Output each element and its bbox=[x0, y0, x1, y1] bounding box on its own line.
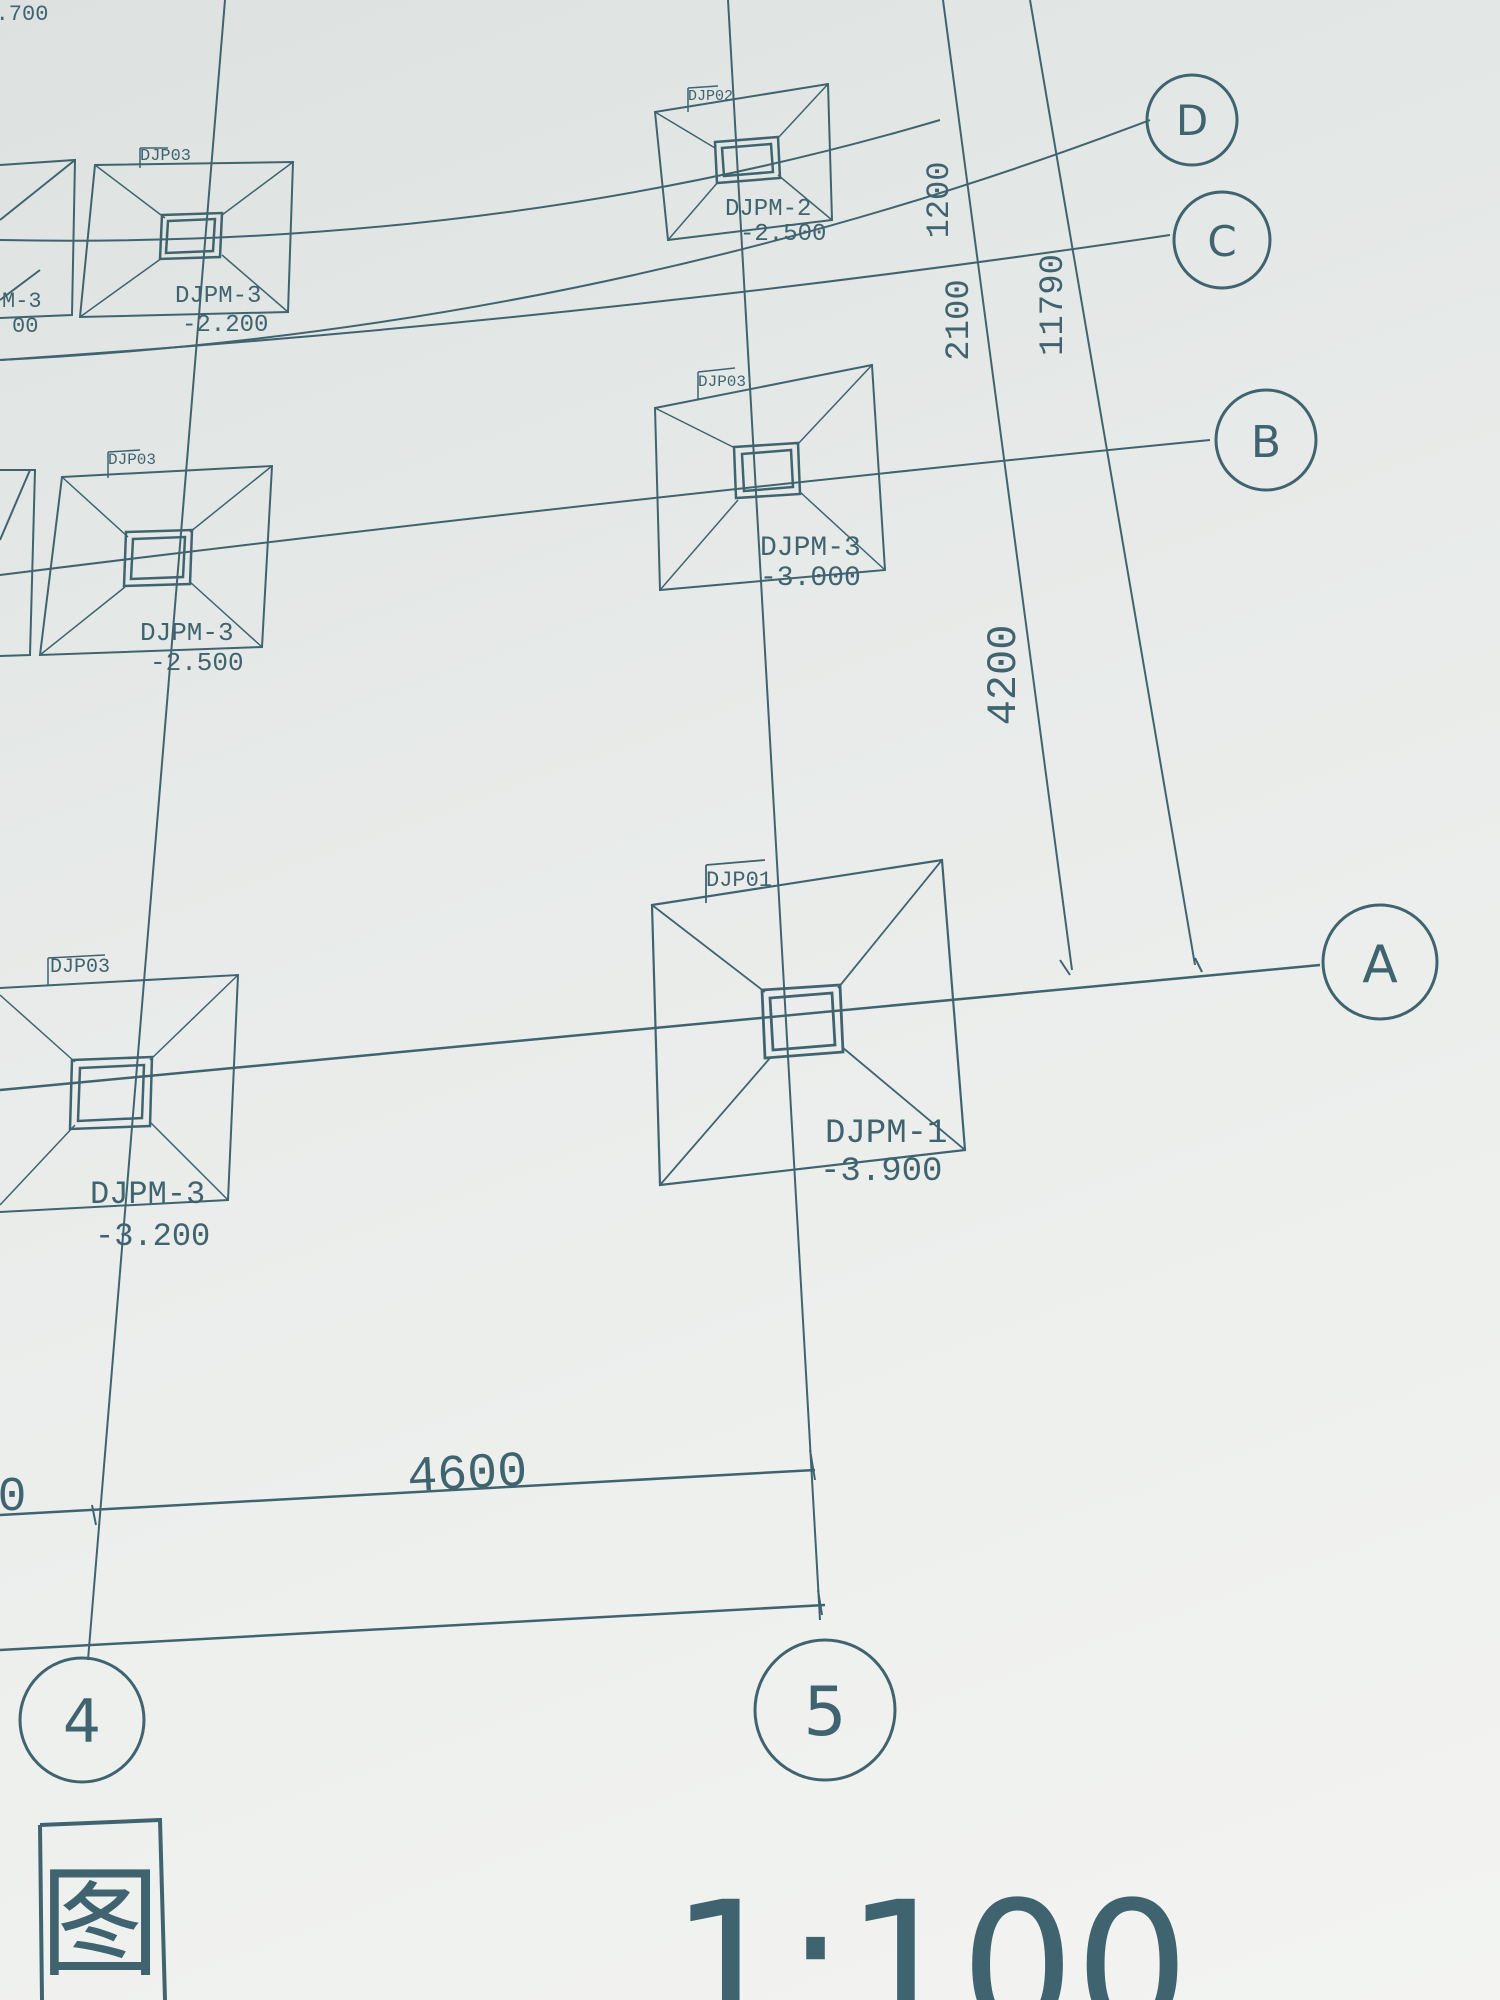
footing-elevation: -3.000 bbox=[760, 563, 861, 594]
footing-elevation: -3.200 bbox=[95, 1218, 210, 1255]
footing-tag-leader bbox=[705, 859, 766, 903]
axis-bubble-5 bbox=[753, 1638, 897, 1782]
axis-label-d: D bbox=[1176, 96, 1208, 145]
dim-tick-a2 bbox=[1194, 957, 1203, 973]
dim-tick-4a bbox=[91, 1504, 97, 1526]
partial-footing-type: M-3 bbox=[2, 289, 42, 314]
dimension-2100: 2100 bbox=[941, 279, 979, 361]
axis-label-5: 5 bbox=[803, 1673, 846, 1752]
axis-line-4 bbox=[87, 0, 226, 1661]
axis-line-c-lower bbox=[0, 234, 1171, 361]
footing-type-label: DJPM-3 bbox=[175, 283, 261, 310]
axis-bubble-a bbox=[1321, 903, 1439, 1021]
dimension-left-cut: 0 bbox=[0, 1471, 26, 1525]
footing-type-label: DJPM-3 bbox=[760, 533, 861, 564]
axis-lines bbox=[0, 0, 1321, 1661]
dimension-labels: 1200 2100 11790 4200 4600 0 .700 bbox=[0, 2, 1073, 1525]
axis-line-c-upper bbox=[0, 119, 941, 242]
column-pedestal bbox=[732, 441, 802, 500]
footing-tag-leader bbox=[107, 449, 141, 478]
axis-label-b: B bbox=[1251, 417, 1281, 468]
axis-line-a bbox=[0, 963, 1321, 1092]
title-frame bbox=[38, 1817, 167, 2000]
dim-line-overall bbox=[0, 1603, 826, 1652]
footing-type-label: DJPM-3 bbox=[90, 1176, 205, 1213]
footing-type-label: DJPM-3 bbox=[140, 618, 234, 648]
footing-slope-lines bbox=[651, 859, 966, 1186]
footing-outline bbox=[0, 973, 240, 1213]
dim-line-vertical-outer bbox=[1029, 0, 1196, 966]
dim-line-vertical-inner bbox=[942, 0, 1073, 971]
footing-tag-leader bbox=[139, 147, 168, 168]
axis-bubble-b bbox=[1214, 388, 1318, 492]
footing-tag: DJP03 bbox=[108, 451, 156, 469]
partial-footings-left: 00 M-3 bbox=[0, 158, 77, 657]
drawing-scale: 1:100 bbox=[671, 1864, 1190, 2000]
top-left-elevation: .700 bbox=[0, 2, 48, 27]
axis-label-4: 4 bbox=[63, 1687, 101, 1757]
partial-footing-mid-left bbox=[0, 469, 37, 657]
footing-elevation: -3.900 bbox=[820, 1153, 942, 1191]
footing-djpm2-top: DJP02 DJPM-2 -2.500 bbox=[653, 82, 834, 248]
footing-type-label: DJPM-1 bbox=[825, 1115, 947, 1153]
footing-djpm1-main: DJP01 DJPM-1 -3.900 bbox=[650, 858, 967, 1191]
drawing-title-char: 图 bbox=[40, 1855, 160, 1994]
footing-djpm3-top-left: DJP03 DJPM-3 -2.200 bbox=[78, 147, 295, 339]
footing-tag: DJP01 bbox=[706, 868, 772, 893]
axis-line-b bbox=[0, 439, 1211, 576]
footing-tag-leader bbox=[47, 954, 106, 985]
column-pedestal bbox=[713, 135, 782, 185]
dimension-11790: 11790 bbox=[1035, 254, 1073, 356]
column-pedestal bbox=[122, 528, 194, 588]
dim-tick-5b bbox=[817, 1589, 823, 1616]
footing-djpm3-bottom-left: DJP03 DJPM-3 -3.200 bbox=[0, 954, 240, 1255]
footing-elevation: -2.200 bbox=[182, 312, 268, 339]
footing-tag: DJP03 bbox=[140, 147, 191, 166]
column-pedestal bbox=[158, 211, 224, 261]
footing-elevation: -2.500 bbox=[740, 221, 826, 248]
dim-line-4600 bbox=[0, 1468, 816, 1517]
axis-bubble-4 bbox=[18, 1656, 146, 1784]
footing-tag-leader bbox=[697, 367, 736, 400]
axis-label-a: A bbox=[1362, 935, 1398, 995]
footing-type-label: DJPM-2 bbox=[725, 196, 811, 223]
footing-slope-lines bbox=[0, 974, 239, 1206]
dim-tick-5a bbox=[809, 1449, 816, 1481]
axis-bubble-d bbox=[1145, 73, 1239, 167]
footing-slope-lines bbox=[654, 83, 833, 241]
footing-djpm3-mid-center: DJP03 DJPM-3 -3.000 bbox=[653, 363, 887, 594]
footing-tag: DJP03 bbox=[50, 956, 110, 979]
axis-bubble-c bbox=[1172, 190, 1272, 290]
axis-bubbles: D C B A 4 5 bbox=[18, 73, 1439, 1784]
axis-label-c: C bbox=[1207, 217, 1236, 266]
footing-djpm3-mid-left: DJP03 DJPM-3 -2.500 bbox=[38, 449, 274, 678]
axis-line-5 bbox=[727, 0, 821, 1621]
title-block: 图 1:100 bbox=[38, 1817, 1190, 2000]
column-pedestal bbox=[760, 983, 845, 1060]
dim-tick-a1 bbox=[1059, 959, 1071, 976]
partial-footing-elev: 00 bbox=[12, 314, 38, 339]
partial-footing-top-left bbox=[0, 158, 77, 319]
dimension-4200: 4200 bbox=[980, 625, 1028, 726]
dimension-1200: 1200 bbox=[921, 162, 958, 239]
footing-tag-leader bbox=[687, 85, 719, 112]
footing-slope-lines bbox=[654, 364, 886, 591]
footing-tag: DJP03 bbox=[698, 373, 746, 391]
footing-tag: DJP02 bbox=[688, 88, 733, 105]
footing-slope-lines bbox=[39, 465, 273, 656]
footing-elevation: -2.500 bbox=[150, 648, 244, 678]
column-pedestal bbox=[68, 1055, 154, 1131]
footing-slope-lines bbox=[79, 161, 294, 318]
dimension-4600: 4600 bbox=[406, 1444, 529, 1507]
